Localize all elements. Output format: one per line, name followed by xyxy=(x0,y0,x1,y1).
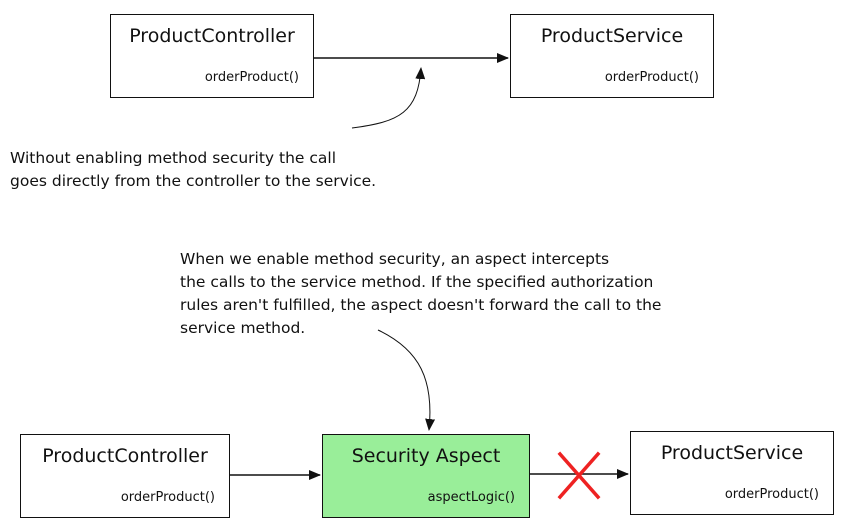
note-line: service method. xyxy=(180,319,306,337)
box-method: orderProduct() xyxy=(120,490,215,505)
box-title: Security Aspect xyxy=(351,445,501,467)
box-method: orderProduct() xyxy=(604,70,699,85)
product-service-box-top: ProductService orderProduct() xyxy=(510,14,714,98)
product-controller-box-top: ProductController orderProduct() xyxy=(110,14,314,98)
product-controller-box-bottom: ProductController orderProduct() xyxy=(20,434,230,518)
box-title: ProductController xyxy=(42,445,208,467)
note-with-method-security: When we enable method security, an aspec… xyxy=(180,248,661,340)
note-line: the calls to the service method. If the … xyxy=(180,273,654,291)
box-title: ProductService xyxy=(540,25,684,47)
note-line: goes directly from the controller to the… xyxy=(10,172,377,190)
note-line: Without enabling method security the cal… xyxy=(10,149,336,167)
note-line: When we enable method security, an aspec… xyxy=(180,250,610,268)
security-aspect-box: Security Aspect aspectLogic() xyxy=(322,434,530,518)
box-method: orderProduct() xyxy=(204,70,299,85)
note-pointer-bottom xyxy=(377,329,436,431)
note-pointer-top xyxy=(351,67,426,129)
box-title: ProductController xyxy=(129,25,295,47)
note-without-method-security: Without enabling method security the cal… xyxy=(10,147,376,193)
box-method: orderProduct() xyxy=(724,487,819,502)
blocked-call-x-icon xyxy=(557,451,601,500)
box-method: aspectLogic() xyxy=(427,490,515,505)
box-title: ProductService xyxy=(660,442,804,464)
note-line: rules aren't fulfilled, the aspect doesn… xyxy=(180,296,662,314)
product-service-box-bottom: ProductService orderProduct() xyxy=(630,431,834,515)
